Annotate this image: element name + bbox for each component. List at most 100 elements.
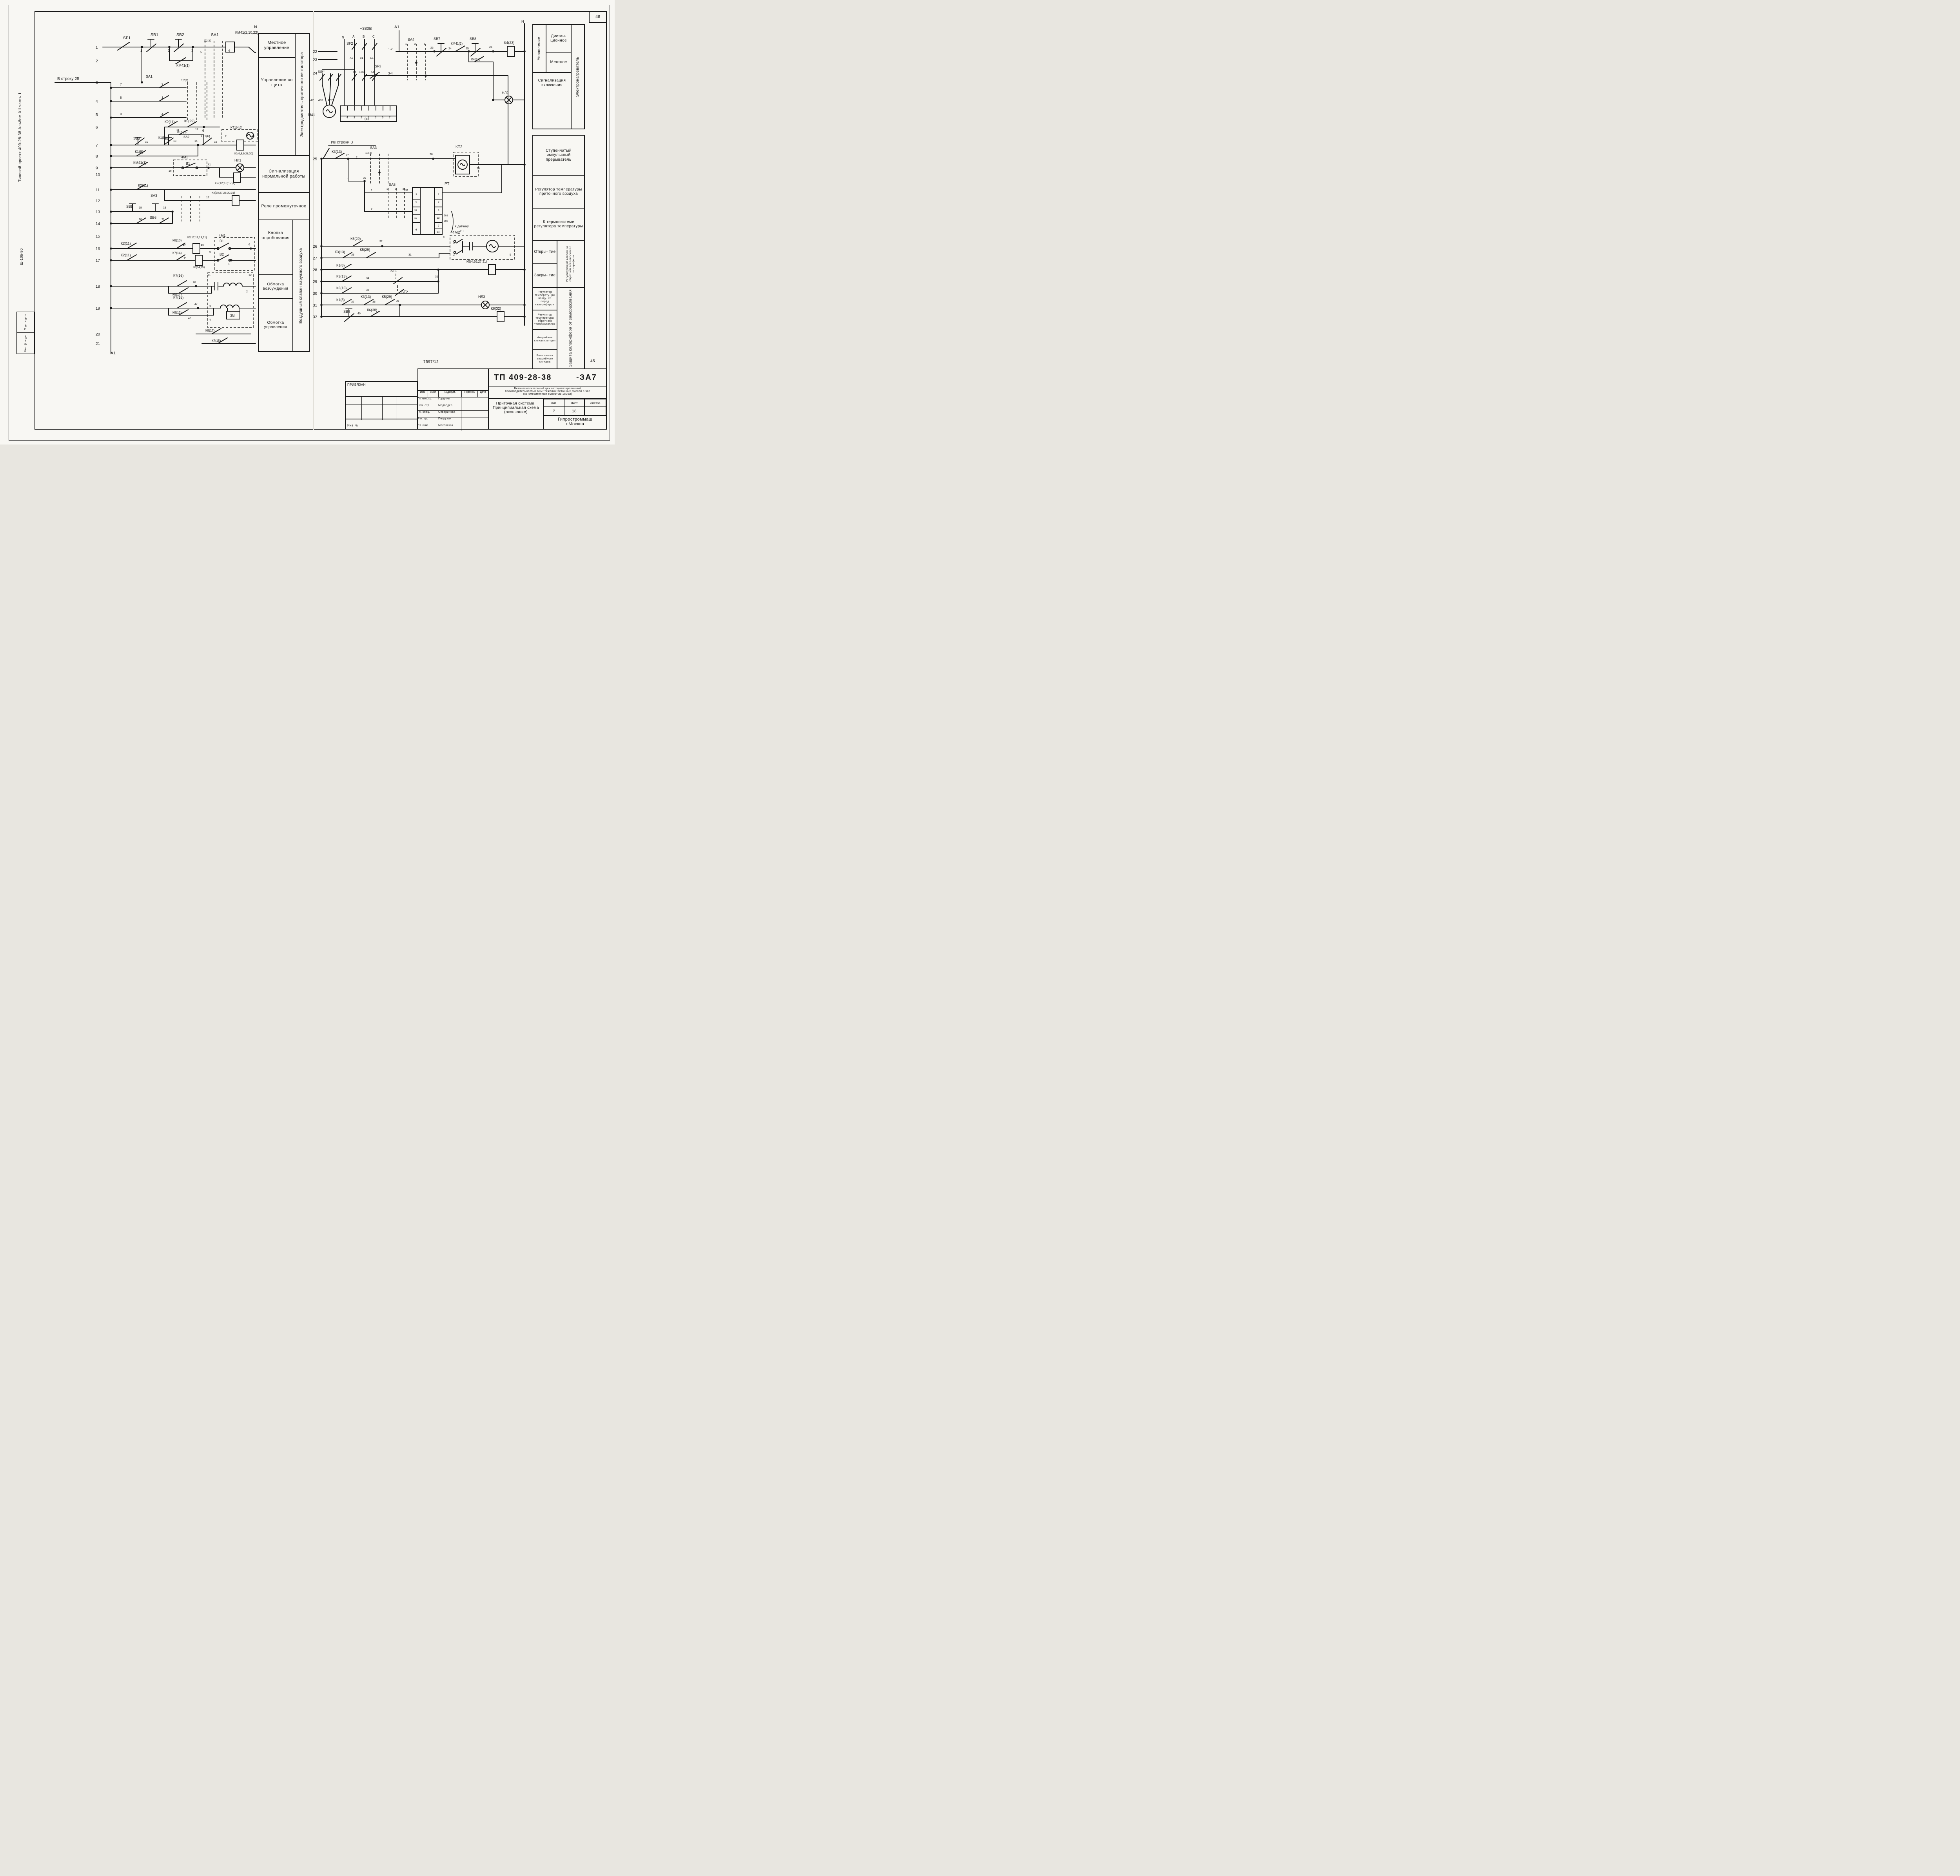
coil-K5	[488, 264, 496, 275]
schematic-label: SA4	[408, 38, 414, 42]
lamp-HL2-icon	[505, 96, 513, 104]
schematic-label: 4	[162, 112, 163, 116]
schematic-label: 36	[366, 289, 369, 292]
schematic-label: К8(17)	[205, 329, 215, 332]
schematic-label: SB5	[126, 205, 133, 209]
schematic-label: 1	[211, 290, 212, 293]
row-number-left: 8	[96, 154, 98, 159]
schematic-label: К7(16)	[173, 274, 183, 278]
listov-label-cell: Листов	[584, 399, 606, 407]
schematic-label: 18	[139, 207, 142, 209]
schematic-label: 3	[209, 305, 211, 308]
margin-cell-inv: Инв. № подл.	[16, 333, 34, 354]
row-number-right: 30	[313, 292, 318, 296]
lit-value-cell: Р	[544, 407, 564, 415]
row-number-left: 2	[96, 59, 98, 64]
schematic-label: 13	[437, 217, 440, 220]
right-reg-return-text: Регулятор температуры обратного теплонос…	[534, 313, 555, 326]
list-label: Лист	[571, 401, 578, 405]
schematic-label: 5	[200, 51, 202, 54]
right-alarm-reset-text: Реле съема аварийного сигнала	[536, 354, 554, 364]
row-number-right: 25	[313, 157, 318, 161]
schematic-label: 2	[356, 156, 358, 159]
left-circuit-wires	[54, 47, 256, 354]
schematic-label: К4	[371, 71, 374, 74]
main-frame	[34, 11, 607, 430]
row-number-right: 22	[313, 50, 318, 54]
schematic-label: 46	[193, 281, 196, 284]
schematic-label: 2	[246, 290, 248, 293]
schematic-label: К8(14;15)	[193, 266, 205, 269]
right-push-buttons	[344, 43, 481, 322]
schematic-label: 2	[395, 188, 396, 191]
schematic-label: КТ1(6)	[201, 134, 210, 138]
schematic-label: SB3	[133, 136, 140, 140]
right-stepper-text: Ступенчатый импульсный прерыватель	[546, 148, 572, 162]
mid-excitation-winding-text: Обмотка возбуждения	[263, 282, 289, 291]
schematic-label: 1	[387, 188, 388, 191]
drawing-title: Приточная система, Принципиальная схема …	[489, 401, 543, 414]
schematic-label: 1¦2¦3¦	[365, 152, 372, 154]
inv-label: Инв №	[347, 424, 358, 427]
schematic-label: К5(4;26;27;31)	[466, 260, 487, 263]
schematic-label: 4	[228, 49, 230, 53]
right-switch-on-signal-text: Сигнализация включения	[538, 78, 566, 87]
schematic-label: 4	[209, 319, 211, 321]
row-number-right: 26	[313, 245, 318, 249]
title-sep5	[543, 415, 607, 416]
schematic-label: ST2	[401, 290, 408, 294]
schematic-label: 1	[368, 116, 369, 119]
title-code-text: ТП 409-28-38	[494, 373, 552, 382]
org-city: г.Москва	[566, 422, 584, 426]
schematic-label: РТ	[445, 182, 449, 186]
schematic-label: 25	[466, 47, 469, 50]
row-number-left: 19	[96, 307, 100, 311]
right-reg-before-text: Регулятор температу- ры возду- ха перед …	[534, 290, 555, 307]
schematic-label: 42	[183, 244, 186, 247]
schematic-label: С1	[370, 57, 374, 60]
schematic-label: В2	[220, 252, 224, 256]
schematic-label: 201	[444, 214, 448, 217]
schematic-label: 1-2	[388, 47, 393, 51]
left-dashed	[173, 41, 258, 328]
schematic-label: 26	[489, 46, 492, 49]
schematic-label: 34	[366, 277, 369, 280]
coil-K2	[233, 172, 241, 183]
right-nodes	[320, 50, 526, 318]
sign-role-4: Ст. инж.	[417, 424, 438, 431]
schematic-label: 16	[169, 170, 172, 172]
row-number-left: 11	[96, 188, 100, 192]
schematic-label: К4	[362, 71, 365, 74]
sign-name-3: Петрухин	[438, 417, 461, 424]
listov-value-cell	[584, 407, 606, 415]
schematic-label: К1(8)	[336, 298, 345, 302]
right-open-text: Откры- тие	[534, 250, 556, 254]
schematic-label: 2	[371, 208, 372, 211]
corner-number-text: 46	[595, 14, 601, 19]
schematic-label: К4(23)	[504, 41, 514, 45]
schematic-label: К5(29)	[360, 248, 370, 252]
schematic-label: К3(13)	[332, 150, 342, 154]
schematic-label: КТ1(6)	[177, 131, 187, 134]
schematic-label: К2(11)	[165, 120, 175, 124]
motor-M41-icon	[323, 105, 336, 118]
schematic-label: 8	[120, 96, 122, 100]
schematic-label: 41	[208, 163, 211, 166]
title-descr1: Бетоносмесительный цех автоматизированны…	[514, 387, 581, 390]
schematic-label: 14	[194, 140, 198, 143]
schematic-label: К4	[353, 71, 356, 74]
schematic-label: К2(11)	[121, 253, 131, 257]
schematic-label: 5	[416, 201, 417, 204]
row-number-left: 18	[96, 285, 100, 289]
row-number-right: 23	[313, 58, 318, 62]
schematic-label: НЛ3	[478, 295, 485, 299]
row-number-right: 28	[313, 268, 318, 272]
schematic-label: 44	[183, 257, 187, 259]
schematic-label: 3	[424, 43, 425, 45]
schematic-label: К7(15)	[212, 339, 221, 343]
coil-K4	[507, 46, 515, 57]
schematic-label: ~380В	[360, 26, 372, 31]
schematic-label: К3(13)	[361, 295, 371, 299]
coil-K3	[232, 195, 240, 206]
schematic-label: 2	[225, 135, 227, 138]
